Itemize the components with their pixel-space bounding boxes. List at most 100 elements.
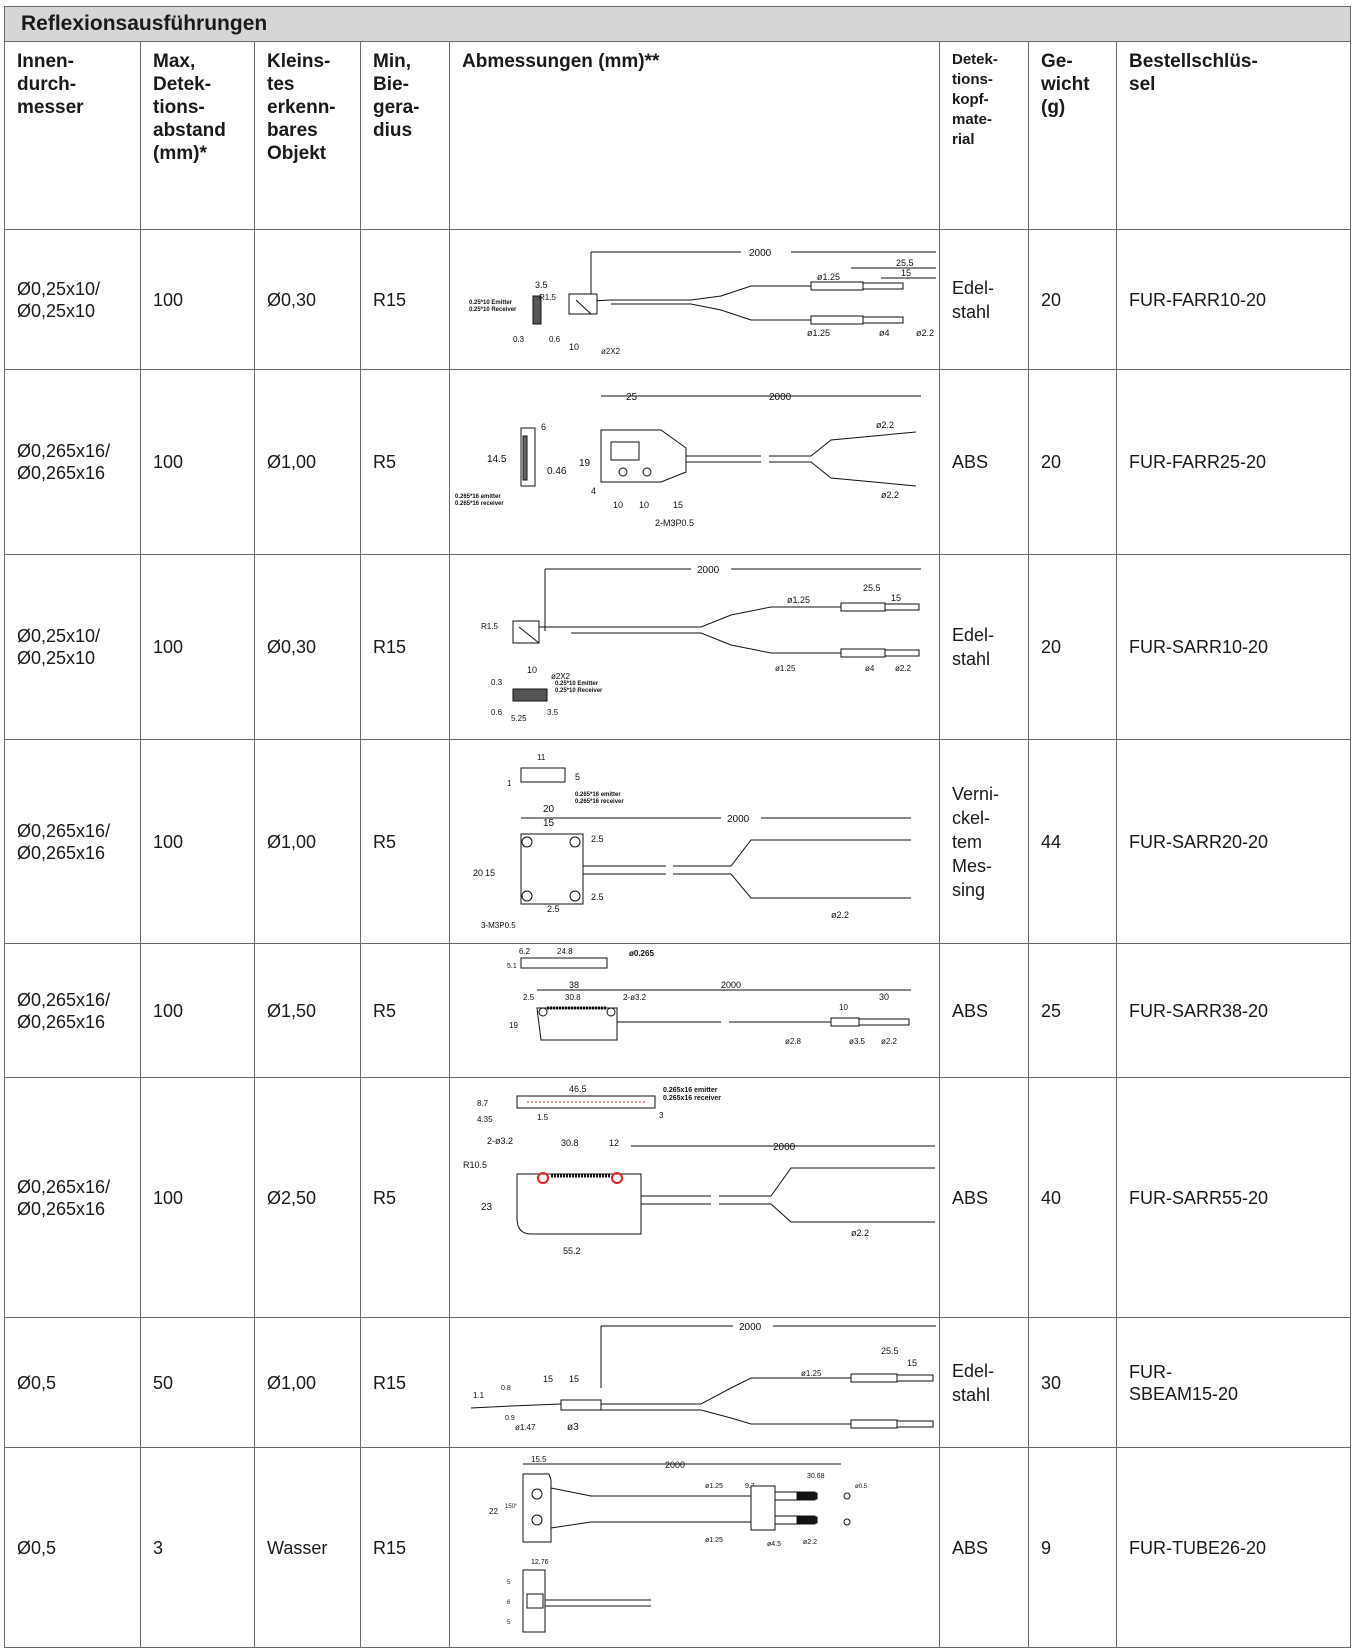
svg-text:3: 3 [659,1111,664,1120]
cell-bend-radius: R15 [360,1317,450,1448]
svg-text:1.5: 1.5 [537,1113,549,1122]
table-row: Ø0,265x16/ Ø0,265x16 100 Ø1,00 R5 25 200… [4,369,1352,555]
cell-bend-radius: R5 [360,1077,450,1318]
cell-smallest-object: Ø1,00 [254,739,361,944]
svg-text:15.5: 15.5 [531,1455,547,1464]
svg-text:25.5: 25.5 [881,1346,899,1356]
cell-bend-radius: R15 [360,554,450,740]
svg-text:ø3.5: ø3.5 [849,1037,866,1046]
header-dimensions: Abmessungen (mm)** [449,41,940,230]
header-bend-radius: Min, Bie- gera- dius [360,41,450,230]
svg-text:2-ø3.2: 2-ø3.2 [623,993,647,1002]
svg-text:15: 15 [673,500,683,510]
cell-weight: 20 [1028,554,1117,740]
svg-text:R1.5: R1.5 [539,293,556,302]
cell-inner-diameter: Ø0,265x16/ Ø0,265x16 [4,1077,141,1318]
header-max-distance: Max, Detek- tions- abstand (mm)* [140,41,255,230]
cell-bend-radius: R15 [360,1447,450,1648]
svg-text:2-ø3.2: 2-ø3.2 [487,1136,513,1146]
svg-text:1.1: 1.1 [473,1391,485,1400]
cell-material: ABS [939,1447,1029,1648]
svg-text:2000: 2000 [721,980,741,990]
cell-weight: 40 [1028,1077,1117,1318]
svg-text:ø1.25: ø1.25 [705,1483,723,1490]
cell-bend-radius: R15 [360,229,450,370]
svg-text:ø1.25: ø1.25 [807,328,830,338]
svg-text:2-M3P0.5: 2-M3P0.5 [655,518,694,528]
drawing-fur-sbeam15: 2000 15 15 1.1 0.8 0.9 ø1.47 ø3 25.5 15 … [449,1317,940,1448]
svg-text:0.3: 0.3 [513,335,525,344]
svg-text:22: 22 [489,1507,498,1516]
cell-inner-diameter: Ø0,265x16/ Ø0,265x16 [4,369,141,555]
svg-text:15: 15 [907,1358,917,1368]
cell-smallest-object: Ø2,50 [254,1077,361,1318]
svg-text:ø0.265: ø0.265 [629,949,654,958]
svg-text:6: 6 [541,422,546,432]
svg-text:3-M3P0.5: 3-M3P0.5 [481,921,516,930]
svg-text:ø1.25: ø1.25 [787,595,810,605]
cell-max-distance: 100 [140,229,255,370]
drawing-fur-farr10: 2000 25.5 15 ø1.25 ø1.25 ø4 ø2.2 3.5 R1.… [449,229,940,370]
svg-text:ø2.2: ø2.2 [876,420,894,430]
cell-max-distance: 3 [140,1447,255,1648]
svg-text:20: 20 [543,804,555,815]
cell-smallest-object: Wasser [254,1447,361,1648]
svg-text:2000: 2000 [727,814,750,825]
svg-text:15: 15 [485,868,495,878]
svg-text:24.8: 24.8 [557,947,573,956]
svg-text:30.8: 30.8 [565,993,581,1002]
cell-max-distance: 100 [140,369,255,555]
svg-text:19: 19 [509,1021,518,1030]
svg-text:2000: 2000 [739,1322,762,1333]
cell-order-key: FUR-SARR55-20 [1115,1077,1352,1318]
svg-text:ø1.25: ø1.25 [705,1537,723,1544]
cell-order-key: FUR-SARR10-20 [1115,554,1352,740]
svg-text:0.3: 0.3 [491,678,503,687]
cell-weight: 9 [1028,1447,1117,1648]
cell-material: ABS [939,1077,1029,1318]
cell-inner-diameter: Ø0,25x10/ Ø0,25x10 [4,554,141,740]
table-row: Ø0,265x16/ Ø0,265x16 100 Ø1,00 R5 11 5 1… [4,739,1352,944]
cell-max-distance: 100 [140,554,255,740]
cell-bend-radius: R5 [360,369,450,555]
svg-text:25: 25 [626,392,638,403]
cell-bend-radius: R5 [360,943,450,1078]
svg-text:ø2X2: ø2X2 [551,672,571,681]
svg-text:ø2.8: ø2.8 [785,1037,802,1046]
svg-text:46.5: 46.5 [569,1084,587,1094]
svg-text:23: 23 [481,1202,493,1213]
cell-max-distance: 100 [140,739,255,944]
svg-text:150°: 150° [505,1504,518,1510]
cell-material: ABS [939,943,1029,1078]
svg-text:R10.5: R10.5 [463,1160,487,1170]
svg-text:8.7: 8.7 [477,1099,489,1108]
header-inner-diameter: Innen- durch- messer [4,41,141,230]
cell-weight: 30 [1028,1317,1117,1448]
svg-text:9.7: 9.7 [745,1483,755,1490]
header-smallest-object: Kleins- tes erkenn- bares Objekt [254,41,361,230]
svg-text:ø4: ø4 [865,664,875,673]
svg-text:2000: 2000 [769,392,792,403]
svg-text:2000: 2000 [773,1142,796,1153]
svg-text:25.5: 25.5 [896,258,914,268]
header-weight: Ge- wicht (g) [1028,41,1117,230]
cell-order-key: FUR- SBEAM15-20 [1115,1317,1352,1448]
svg-text:ø2.2: ø2.2 [916,328,934,338]
svg-text:10: 10 [839,1003,848,1012]
cell-order-key: FUR-FARR25-20 [1115,369,1352,555]
cell-smallest-object: Ø1,50 [254,943,361,1078]
cell-inner-diameter: Ø0,265x16/ Ø0,265x16 [4,739,141,944]
cell-smallest-object: Ø1,00 [254,1317,361,1448]
svg-text:ø2.2: ø2.2 [881,490,899,500]
svg-text:5.25: 5.25 [511,714,527,723]
cell-inner-diameter: Ø0,25x10/ Ø0,25x10 [4,229,141,370]
cell-weight: 20 [1028,369,1117,555]
cell-weight: 20 [1028,229,1117,370]
cell-order-key: FUR-TUBE26-20 [1115,1447,1352,1648]
cell-order-key: FUR-FARR10-20 [1115,229,1352,370]
svg-text:ø4: ø4 [879,328,890,338]
